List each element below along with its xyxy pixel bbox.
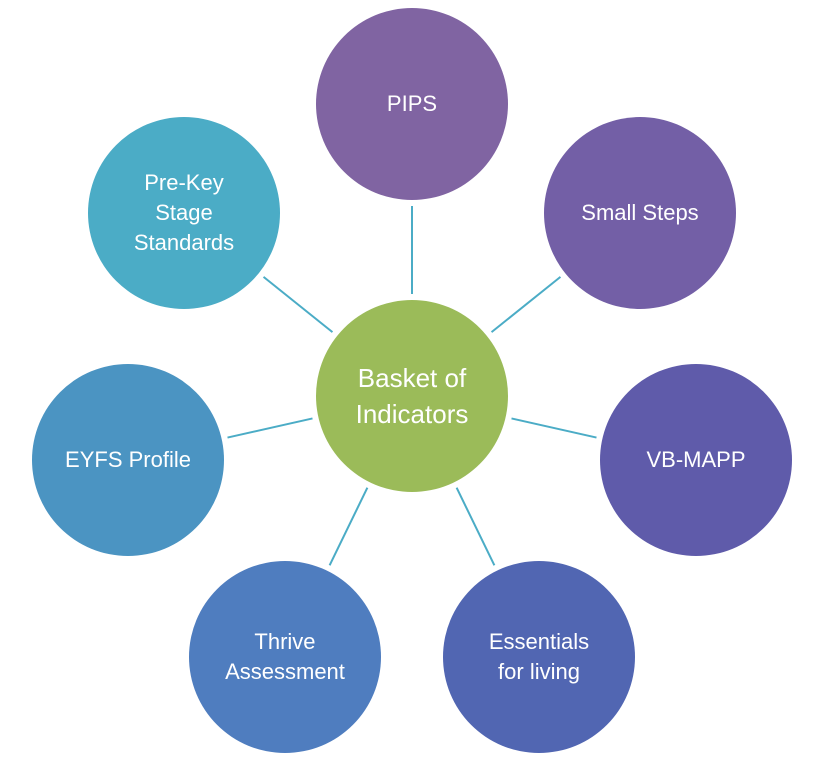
circle-vb-mapp: VB-MAPP (600, 364, 792, 556)
circle-eyfs-profile: EYFS Profile (32, 364, 224, 556)
circle-small-steps: Small Steps (544, 117, 736, 309)
connector-line-vb-mapp (511, 417, 597, 439)
center-label: Basket of Indicators (355, 363, 469, 429)
circle-label: Pre-Key Stage Standards (133, 170, 235, 255)
circle-thrive-assessment: Thrive Assessment (189, 561, 381, 753)
circle-label: Thrive Assessment (225, 629, 345, 684)
circle-essentials-for-living: Essentials for living (443, 561, 635, 753)
connector-line-essentials (455, 487, 496, 566)
circle-pre-key-stage-standards: Pre-Key Stage Standards (88, 117, 280, 309)
center-circle-basket-of-indicators: Basket of Indicators (316, 300, 508, 492)
circle-label: VB-MAPP (646, 447, 746, 472)
circle-label: Essentials for living (488, 629, 590, 684)
circle-label: PIPS (386, 91, 438, 116)
connector-line-eyfs (227, 417, 313, 439)
connector-line-pre-key-stage (262, 276, 334, 333)
connector-line-small-steps (490, 276, 562, 333)
circle-pips: PIPS (316, 8, 508, 200)
connector-line-thrive (328, 487, 369, 566)
circle-label: Small Steps (581, 200, 699, 225)
circle-label: EYFS Profile (65, 447, 191, 472)
